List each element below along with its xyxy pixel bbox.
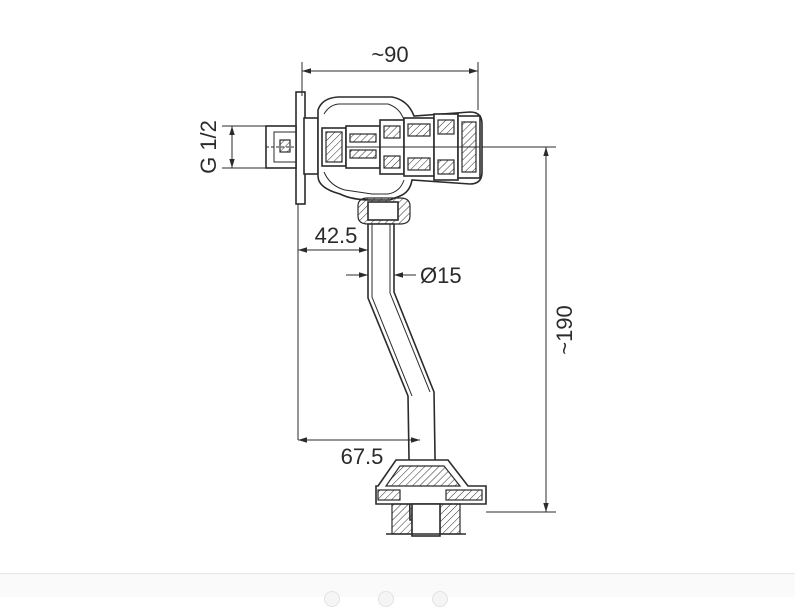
dimension-pipe-diameter-label: Ø15	[420, 263, 462, 288]
dimension-offset-upper: 42.5	[297, 204, 368, 440]
dimension-height-label: ~190	[552, 305, 577, 355]
threaded-inlet	[265, 117, 319, 175]
dimension-pipe-diameter: Ø15	[346, 263, 462, 288]
push-button-cap	[403, 113, 481, 181]
carousel-dot-3[interactable]	[432, 591, 448, 607]
dimension-width: ~90	[301, 42, 479, 110]
dimension-offset-lower: 67.5	[298, 437, 420, 469]
bottom-connector	[386, 503, 466, 537]
dimension-width-label: ~90	[371, 42, 408, 67]
bottom-rosette	[375, 459, 487, 505]
dimension-thread-label: G 1/2	[196, 120, 221, 174]
dimension-thread: G 1/2	[196, 120, 266, 174]
dimension-offset-lower-label: 67.5	[341, 444, 384, 469]
dimension-height: ~190	[482, 146, 577, 513]
carousel-dot-1[interactable]	[324, 591, 340, 607]
union-nut	[357, 197, 411, 225]
footer-bar	[0, 573, 795, 607]
carousel-dot-2[interactable]	[378, 591, 394, 607]
dimension-offset-upper-label: 42.5	[315, 223, 358, 248]
